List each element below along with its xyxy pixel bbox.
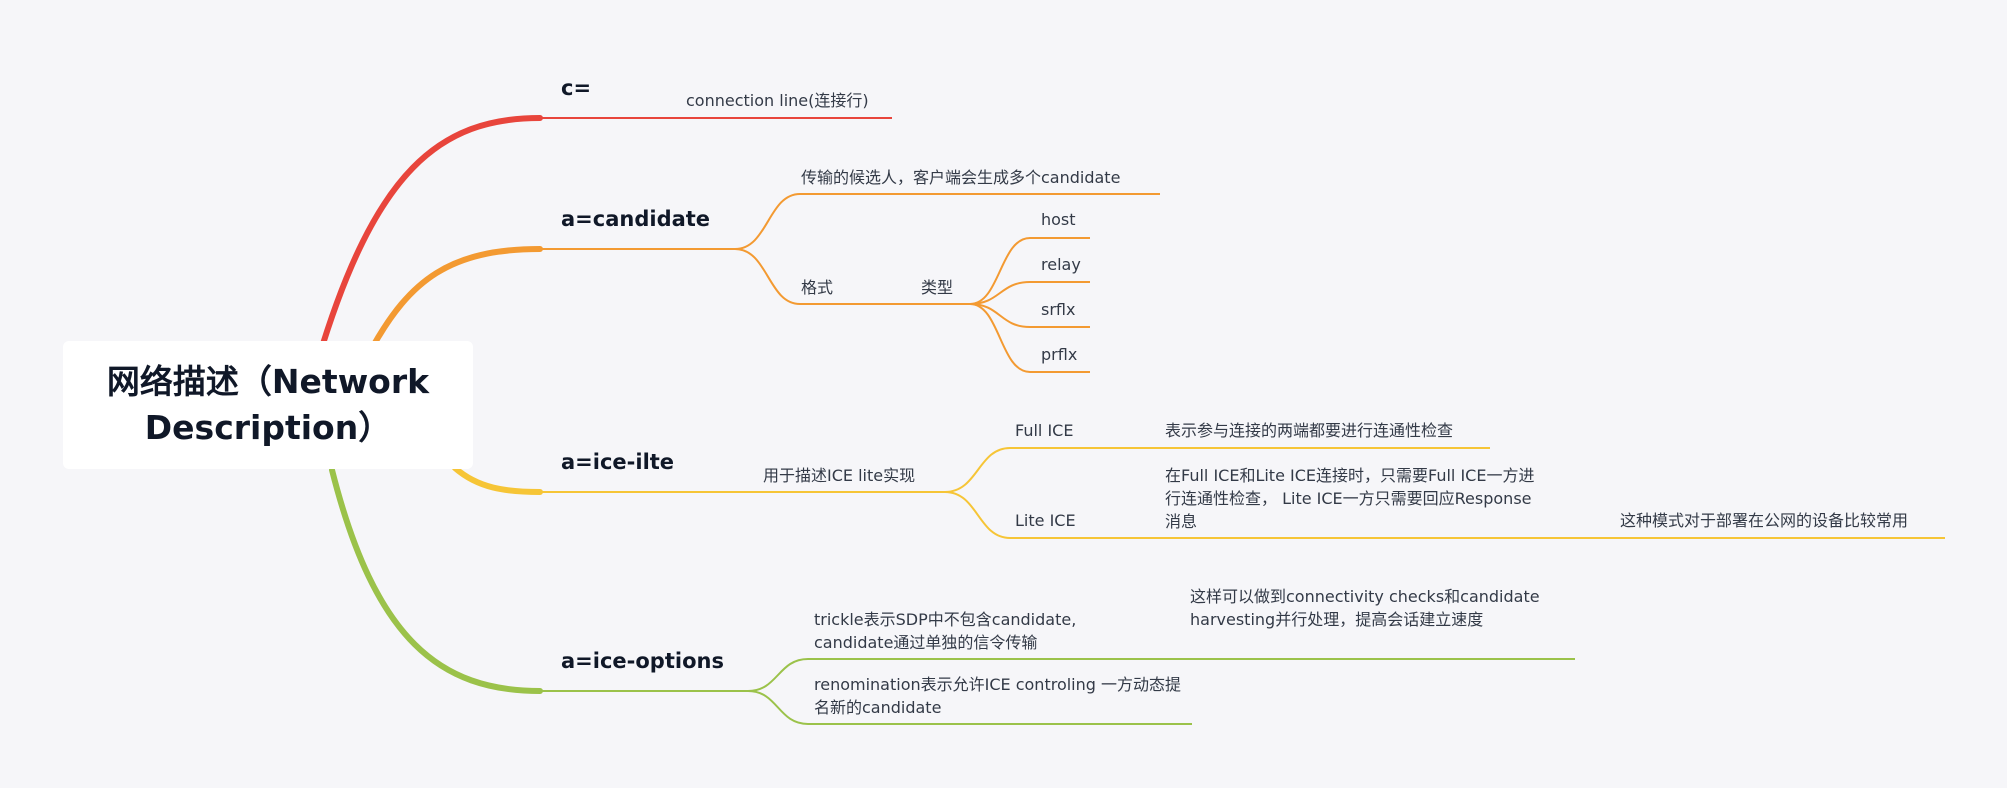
topic-format[interactable]: 格式: [801, 278, 834, 297]
root-topic-line2: Description）: [144, 408, 392, 447]
branch-line-c: [315, 115, 543, 363]
branch-line-ice-options: [329, 467, 543, 694]
topic-renomination[interactable]: renomination表示允许ICE controling 一方动态提名新的c…: [814, 675, 1182, 717]
root-topic[interactable]: 网络描述（Network Description）: [63, 341, 473, 469]
branch-candidate[interactable]: a=candidate: [561, 207, 711, 231]
link-trickle: [747, 658, 1575, 692]
topic-prflx[interactable]: prflx: [1041, 345, 1078, 364]
topic-trickle-benefit[interactable]: 这样可以做到connectivity checks和candidate harv…: [1190, 587, 1540, 629]
topic-public-network[interactable]: 这种模式对于部署在公网的设备比较常用: [1620, 511, 1909, 530]
topic-lite-ice[interactable]: Lite ICE: [1015, 511, 1076, 530]
branch-c[interactable]: c=: [561, 76, 592, 100]
topic-connection-line[interactable]: connection line(连接行): [686, 91, 869, 110]
branch-line-candidate: [369, 246, 543, 351]
link-prflx: [969, 303, 1090, 373]
link-host: [969, 237, 1090, 305]
link-lite-ice: [944, 491, 1945, 539]
link-srflx: [969, 303, 1090, 328]
topic-candidate-desc[interactable]: 传输的候选人，客户端会生成多个candidate: [801, 168, 1121, 187]
topic-full-ice-desc[interactable]: 表示参与连接的两端都要进行连通性检查: [1165, 421, 1454, 440]
link-full-ice: [944, 447, 1490, 493]
topic-lite-ice-desc[interactable]: 在Full ICE和Lite ICE连接时，只需要Full ICE一方进行连通性…: [1165, 466, 1535, 531]
branch-ice-options[interactable]: a=ice-options: [561, 649, 724, 673]
link-renomination: [747, 690, 1192, 725]
topic-trickle[interactable]: trickle表示SDP中不包含candidate, candidate通过单独…: [814, 610, 1077, 652]
topic-srflx[interactable]: srflx: [1041, 300, 1076, 319]
link-relay: [969, 281, 1090, 305]
branch-line-ice-ilte: [452, 465, 543, 495]
topic-ice-lite-desc[interactable]: 用于描述ICE lite实现: [763, 466, 916, 485]
link-candidate-desc: [734, 193, 1160, 250]
link-candidate-format: [734, 248, 970, 305]
branch-ice-ilte[interactable]: a=ice-ilte: [561, 450, 675, 474]
topic-type[interactable]: 类型: [921, 278, 954, 297]
topic-host[interactable]: host: [1041, 210, 1076, 229]
root-topic-line1: 网络描述（Network: [106, 362, 430, 401]
topic-relay[interactable]: relay: [1041, 255, 1081, 274]
topic-full-ice[interactable]: Full ICE: [1015, 421, 1074, 440]
